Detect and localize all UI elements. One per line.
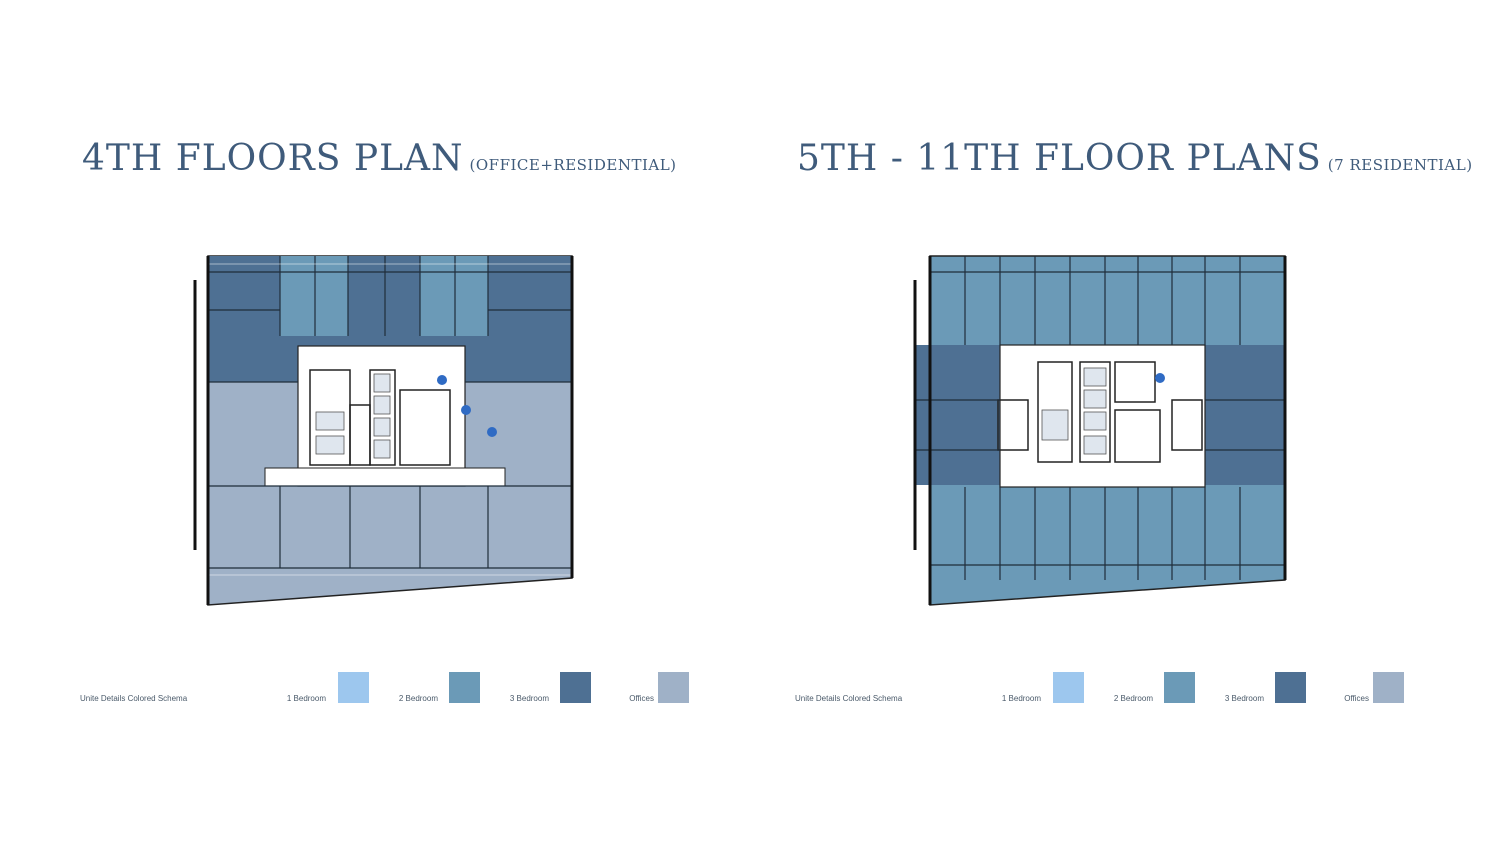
wc-icon <box>437 375 447 385</box>
legend-label-1-bedroom: 1 Bedroom <box>286 694 326 703</box>
fifth-floor-title-sub: (7 RESIDENTIAL) <box>1327 156 1473 174</box>
legend-swatch-3-bedroom <box>560 672 591 703</box>
wc-icon <box>461 405 471 415</box>
outer-walls <box>913 256 1287 605</box>
legend-label-3-bedroom: 3 Bedroom <box>509 694 549 703</box>
fourth-floor-title-main: 4TH FLOORS PLAN <box>82 138 464 179</box>
residential-left-wing <box>208 346 298 382</box>
legend-swatch-1-bedroom <box>338 672 369 703</box>
office-corridor <box>264 467 506 487</box>
legend-swatch-2-bedroom <box>449 672 480 703</box>
legend-label-3-bedroom: 3 Bedroom <box>1224 694 1264 703</box>
unit-walls <box>915 256 1285 580</box>
fourth-floor-title: 4TH FLOORS PLAN (OFFICE+RESIDENTIAL) <box>82 138 677 179</box>
top-unit-walls <box>208 256 572 336</box>
two-bedroom-unit <box>420 256 488 336</box>
left-three-bedroom-wing <box>915 345 1000 485</box>
legend-swatch-1-bedroom <box>1053 672 1084 703</box>
residential-right-wing <box>465 346 572 382</box>
legend-swatch-2-bedroom <box>1164 672 1195 703</box>
legend-swatch-offices <box>658 672 689 703</box>
fourth-floor-panel: 4TH FLOORS PLAN (OFFICE+RESIDENTIAL) <box>0 138 750 706</box>
two-bedroom-unit <box>280 256 348 336</box>
fifth-floor-title: 5TH - 11TH FLOOR PLANS (7 RESIDENTIAL) <box>797 138 1473 179</box>
legend-label-offices: Offices <box>1344 694 1369 703</box>
legend-label-2-bedroom: 2 Bedroom <box>398 694 438 703</box>
legend-label-1-bedroom: 1 Bedroom <box>1001 694 1041 703</box>
fifth-floor-title-main: 5TH - 11TH FLOOR PLANS <box>797 138 1322 179</box>
office-walls <box>208 381 572 569</box>
fifth-floor-plan <box>913 255 1287 606</box>
legend-label-offices: Offices <box>629 694 654 703</box>
fourth-floor-legend: Unite Details Colored Schema 1 Bedroom 2… <box>0 672 750 706</box>
wc-icon <box>1155 373 1165 383</box>
core-rooms <box>997 361 1203 463</box>
legend-caption: Unite Details Colored Schema <box>795 694 903 703</box>
legend-caption: Unite Details Colored Schema <box>80 694 188 703</box>
core-rooms <box>309 369 451 466</box>
lift-shafts <box>315 373 391 459</box>
wc-icon <box>487 427 497 437</box>
lift-shafts <box>1041 367 1107 455</box>
legend-label-2-bedroom: 2 Bedroom <box>1113 694 1153 703</box>
right-three-bedroom-wing <box>1205 345 1285 485</box>
residential-top-band <box>208 256 572 346</box>
fifth-floor-legend: Unite Details Colored Schema 1 Bedroom 2… <box>715 672 1465 706</box>
legend-swatch-3-bedroom <box>1275 672 1306 703</box>
fourth-floor-title-sub: (OFFICE+RESIDENTIAL) <box>469 156 677 174</box>
outer-walls <box>193 256 574 605</box>
fourth-floor-plan <box>193 255 574 606</box>
fifth-eleventh-floor-panel: 5TH - 11TH FLOOR PLANS (7 RESIDENTIAL) <box>715 0 1472 844</box>
balcony-lines <box>208 263 572 576</box>
legend-swatch-offices <box>1373 672 1404 703</box>
